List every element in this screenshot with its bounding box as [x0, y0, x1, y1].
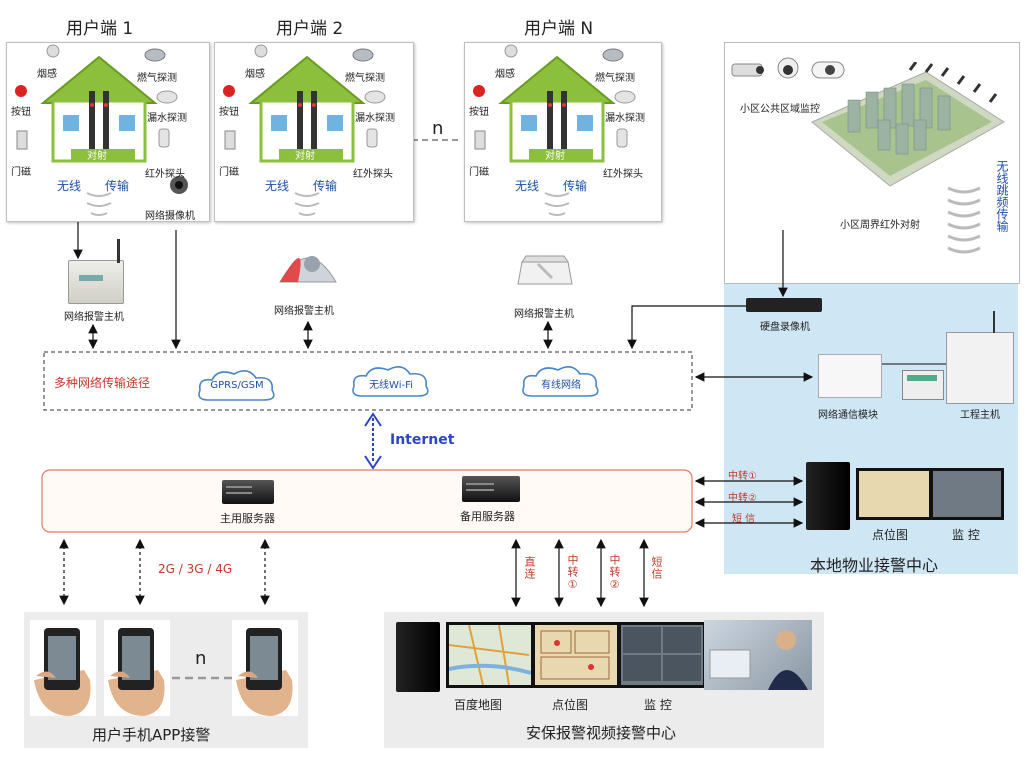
home-beam-label: 对射 — [295, 151, 315, 162]
center-title: 安保报警视频接警中心 — [526, 724, 677, 742]
home-water-label: 漏水探测 — [147, 113, 187, 124]
center-relay2: 中转② — [608, 554, 621, 592]
home-transfer-label: 传输 — [563, 179, 588, 193]
center-monitor-screen — [618, 622, 706, 688]
home-button-label: 按钮 — [469, 107, 489, 118]
box-alarm-host — [516, 252, 574, 290]
home-wireless-label: 无线 — [57, 179, 82, 193]
home-smoke-label: 烟感 — [495, 69, 515, 80]
community-wireless-waves — [944, 176, 984, 260]
home-door-label: 门磁 — [219, 167, 239, 178]
center-direct: 直连 — [523, 556, 536, 580]
center-monitor-label: 监 控 — [644, 698, 672, 712]
engineering-host-icon — [946, 311, 1014, 404]
home-beam-label: 对射 — [87, 151, 107, 162]
mobile-title: 用户手机APP接警 — [92, 726, 211, 744]
center-pc-tower — [396, 622, 440, 692]
cloud-1: GPRS/GSM — [196, 368, 278, 406]
center-relay1: 中转① — [566, 554, 579, 592]
house-icon — [223, 44, 386, 216]
network-label: 多种网络传输途径 — [54, 376, 151, 390]
backup-server-label: 备用服务器 — [460, 510, 515, 523]
home-panel-1: 烟感按钮门磁 燃气探测漏水探测红外探头 对射无线 传输网络摄像机 — [6, 42, 210, 222]
center-floorplan-label: 点位图 — [552, 698, 589, 712]
home-button-label: 按钮 — [11, 107, 31, 118]
community-vertical-label: 无线跳频传输 — [995, 160, 1009, 232]
home-ir-label: 红外探头 — [353, 169, 393, 180]
home-water-label: 漏水探测 — [355, 113, 395, 124]
host-label-1: 网络报警主机 — [64, 312, 124, 323]
property-floorplan-monitor — [856, 468, 932, 520]
center-floorplan-monitor — [532, 622, 620, 688]
home-camera-label: 网络摄像机 — [145, 211, 195, 222]
center-map-label: 百度地图 — [454, 698, 503, 712]
home-water-label: 漏水探测 — [605, 113, 645, 124]
house-icon — [15, 44, 188, 216]
house-icon — [473, 44, 636, 216]
cloud-label: GPRS/GSM — [210, 380, 264, 391]
property-title: 本地物业接警中心 — [810, 556, 939, 575]
host-label-2: 网络报警主机 — [274, 306, 334, 317]
community-buildings-image — [808, 61, 1008, 192]
n-connector-label: n — [432, 118, 444, 139]
property-monitor-screen — [930, 468, 1004, 520]
property-floorplan-label: 点位图 — [872, 528, 909, 542]
center-sms: 短信 — [650, 556, 663, 580]
property-relay2: 中转② — [728, 493, 757, 504]
main-server-label: 主用服务器 — [220, 512, 275, 525]
phone-in-hand-1 — [30, 620, 96, 716]
main-server-icon — [222, 480, 274, 504]
center-operator-photo — [704, 620, 812, 690]
mobile-bands-label: 2G / 3G / 4G — [158, 562, 233, 576]
home-door-label: 门磁 — [469, 167, 489, 178]
home-beam-label: 对射 — [545, 151, 565, 162]
home2-title: 用户端 2 — [276, 19, 344, 39]
home-smoke-label: 烟感 — [245, 69, 265, 80]
phone-in-hand-2 — [104, 620, 170, 716]
home-ir-label: 红外探头 — [145, 169, 185, 180]
home-panel-3: 烟感按钮门磁 燃气探测漏水探测红外探头 对射无线 传输 — [464, 42, 662, 222]
dvr-icon — [746, 298, 822, 312]
home-door-label: 门磁 — [11, 167, 31, 178]
home-button-label: 按钮 — [219, 107, 239, 118]
comm-module-label: 网络通信模块 — [818, 410, 878, 421]
community-perimeter-label: 小区周界红外对射 — [840, 220, 920, 231]
homeN-title: 用户端 N — [524, 19, 594, 39]
home1-title: 用户端 1 — [66, 19, 134, 39]
internet-label: Internet — [390, 432, 455, 448]
wall-alarm-host — [68, 239, 124, 304]
home-gas-label: 燃气探测 — [595, 73, 635, 84]
mobile-n-label: n — [195, 648, 207, 669]
phone-in-hand-3 — [232, 620, 298, 716]
cloud-label: 有线网络 — [541, 380, 581, 391]
cctv-cameras-icon — [730, 56, 848, 86]
home-panel-2: 烟感按钮门磁 燃气探测漏水探测红外探头 对射无线 传输 — [214, 42, 414, 222]
property-relay1: 中转① — [728, 471, 757, 482]
host-label-3: 网络报警主机 — [514, 309, 574, 320]
cloud-label: 无线Wi-Fi — [369, 380, 413, 391]
property-sms: 短 信 — [732, 514, 756, 525]
community-public-label: 小区公共区域监控 — [740, 104, 820, 115]
engineering-host-label: 工程主机 — [960, 410, 1000, 421]
home-transfer-label: 传输 — [105, 179, 130, 193]
home-wireless-label: 无线 — [265, 179, 290, 193]
dvr-label: 硬盘录像机 — [760, 322, 810, 333]
dome-alarm-host — [276, 244, 340, 286]
property-monitor-label: 监 控 — [952, 528, 980, 542]
cloud-3: 有线网络 — [520, 364, 602, 402]
home-gas-label: 燃气探测 — [137, 73, 177, 84]
comm-module-icon — [818, 354, 882, 398]
keypad-icon — [902, 370, 944, 400]
home-gas-label: 燃气探测 — [345, 73, 385, 84]
home-transfer-label: 传输 — [313, 179, 338, 193]
center-map-monitor — [446, 622, 534, 688]
home-smoke-label: 烟感 — [37, 69, 57, 80]
property-pc-tower — [806, 462, 850, 530]
cloud-2: 无线Wi-Fi — [350, 364, 432, 402]
home-ir-label: 红外探头 — [603, 169, 643, 180]
home-wireless-label: 无线 — [515, 179, 540, 193]
backup-server-icon — [462, 476, 520, 502]
